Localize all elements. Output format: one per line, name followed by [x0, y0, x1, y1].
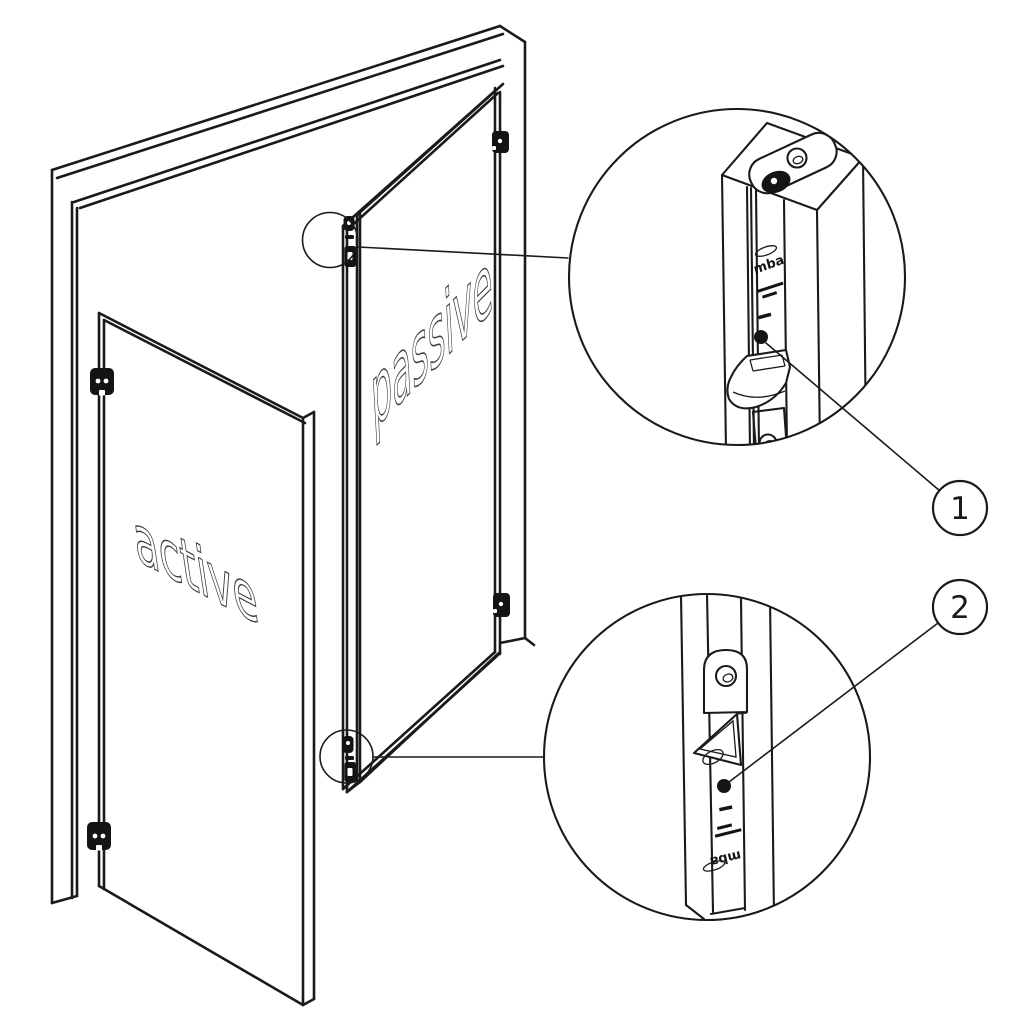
spec-microtext	[757, 281, 784, 299]
callout-2-number: 2	[950, 590, 970, 626]
bolt-lever-2	[692, 712, 748, 767]
active-door: active	[87, 311, 316, 1007]
brand-logo-2: mba	[702, 847, 742, 872]
passive-door: passive	[341, 82, 510, 794]
release-hole-1	[754, 330, 768, 344]
bottom-flush-bolt	[342, 736, 356, 782]
bolt-lever-1	[726, 348, 792, 410]
callout-2-leader-line	[728, 622, 939, 783]
detail-circle-1	[567, 107, 907, 447]
callout-1-number: 1	[950, 491, 970, 527]
release-hole-2	[717, 779, 731, 793]
callout-2: 2	[931, 578, 989, 636]
plate-screw	[786, 147, 808, 169]
plate-screw-2	[714, 664, 738, 688]
door-frame	[50, 24, 536, 905]
active-door-hinge-top	[90, 368, 114, 396]
top-bolt-zoom-circle	[301, 211, 359, 269]
passive-door-hinge-bottom	[493, 593, 510, 617]
callout-1: 1	[931, 479, 989, 537]
active-door-label: active	[127, 496, 263, 642]
detail-view-1: mba	[567, 107, 907, 447]
detail-view-2: mba	[542, 592, 872, 922]
index-mark-2	[719, 805, 733, 812]
passive-door-label: passive	[369, 230, 495, 451]
svg-text:mba: mba	[708, 847, 742, 869]
passive-door-hinge-top	[492, 131, 509, 153]
spec-microtext-2	[714, 823, 742, 838]
detail-circle-2	[542, 592, 872, 922]
callout-1-leader-line	[765, 342, 941, 492]
active-door-hinge-bottom	[87, 822, 111, 851]
index-mark	[758, 312, 772, 320]
top-detail-leader-line	[357, 246, 569, 259]
